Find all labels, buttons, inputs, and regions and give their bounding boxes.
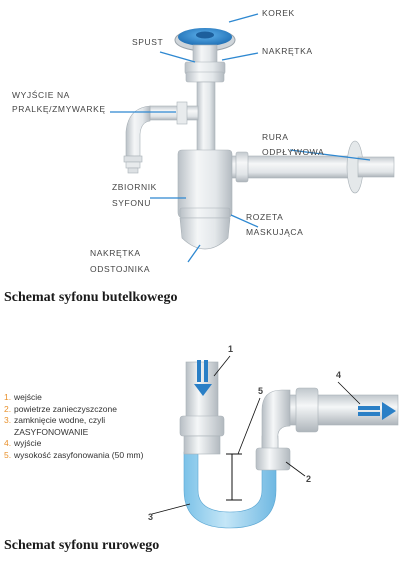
legend-item: 4.wyjście <box>4 438 42 448</box>
flow-out-arrow <box>358 402 396 420</box>
legend-item: 1.wejście <box>4 392 42 402</box>
label-rura-line1: RURA <box>262 132 289 142</box>
marker-2: 2 <box>306 474 312 484</box>
marker-3: 3 <box>148 512 154 522</box>
legend: 1.wejście 2.powietrze zanieczyszczone 3.… <box>4 392 184 461</box>
caption-tube-siphon: Schemat syfonu rurowego <box>4 538 160 553</box>
flow-in-arrow <box>194 360 212 396</box>
legend-item: 3.zamknięcie wodne, czyli <box>4 415 106 425</box>
legend-item: ZASYFONOWANIE <box>14 426 89 437</box>
bottle-siphon-illustration <box>110 13 395 263</box>
label-zbiornik-line2: SYFONU <box>112 198 152 208</box>
marker-5: 5 <box>258 386 264 396</box>
label-wyjscie-line2: PRALKĘ/ZMYWARKĘ <box>12 104 106 114</box>
label-rozeta-line2: MASKUJĄCA <box>246 227 304 237</box>
label-zbiornik-line1: ZBIORNIK <box>112 182 157 192</box>
label-nakretka: NAKRĘTKA <box>262 46 313 56</box>
marker-4: 4 <box>336 370 342 380</box>
seal-height-dimension <box>226 453 242 501</box>
legend-item: 5.wysokość zasyfonowania (50 mm) <box>4 449 144 460</box>
label-nakretka-odstojnika-line1: NAKRĘTKA <box>90 248 141 258</box>
label-korek: KOREK <box>262 8 295 18</box>
caption-bottle-siphon: Schemat syfonu butelkowego <box>4 290 178 305</box>
label-wyjscie-line1: WYJŚCIE NA <box>12 90 70 100</box>
label-nakretka-odstojnika-line2: ODSTOJNIKA <box>90 264 151 274</box>
legend-item: 2.powietrze zanieczyszczone <box>4 403 117 414</box>
water-seal <box>183 451 277 529</box>
label-rura-line2: ODPŁYWOWA <box>262 147 325 157</box>
label-rozeta-line1: ROZETA <box>246 212 284 222</box>
marker-1: 1 <box>228 344 234 354</box>
label-spust: SPUST <box>132 37 164 47</box>
